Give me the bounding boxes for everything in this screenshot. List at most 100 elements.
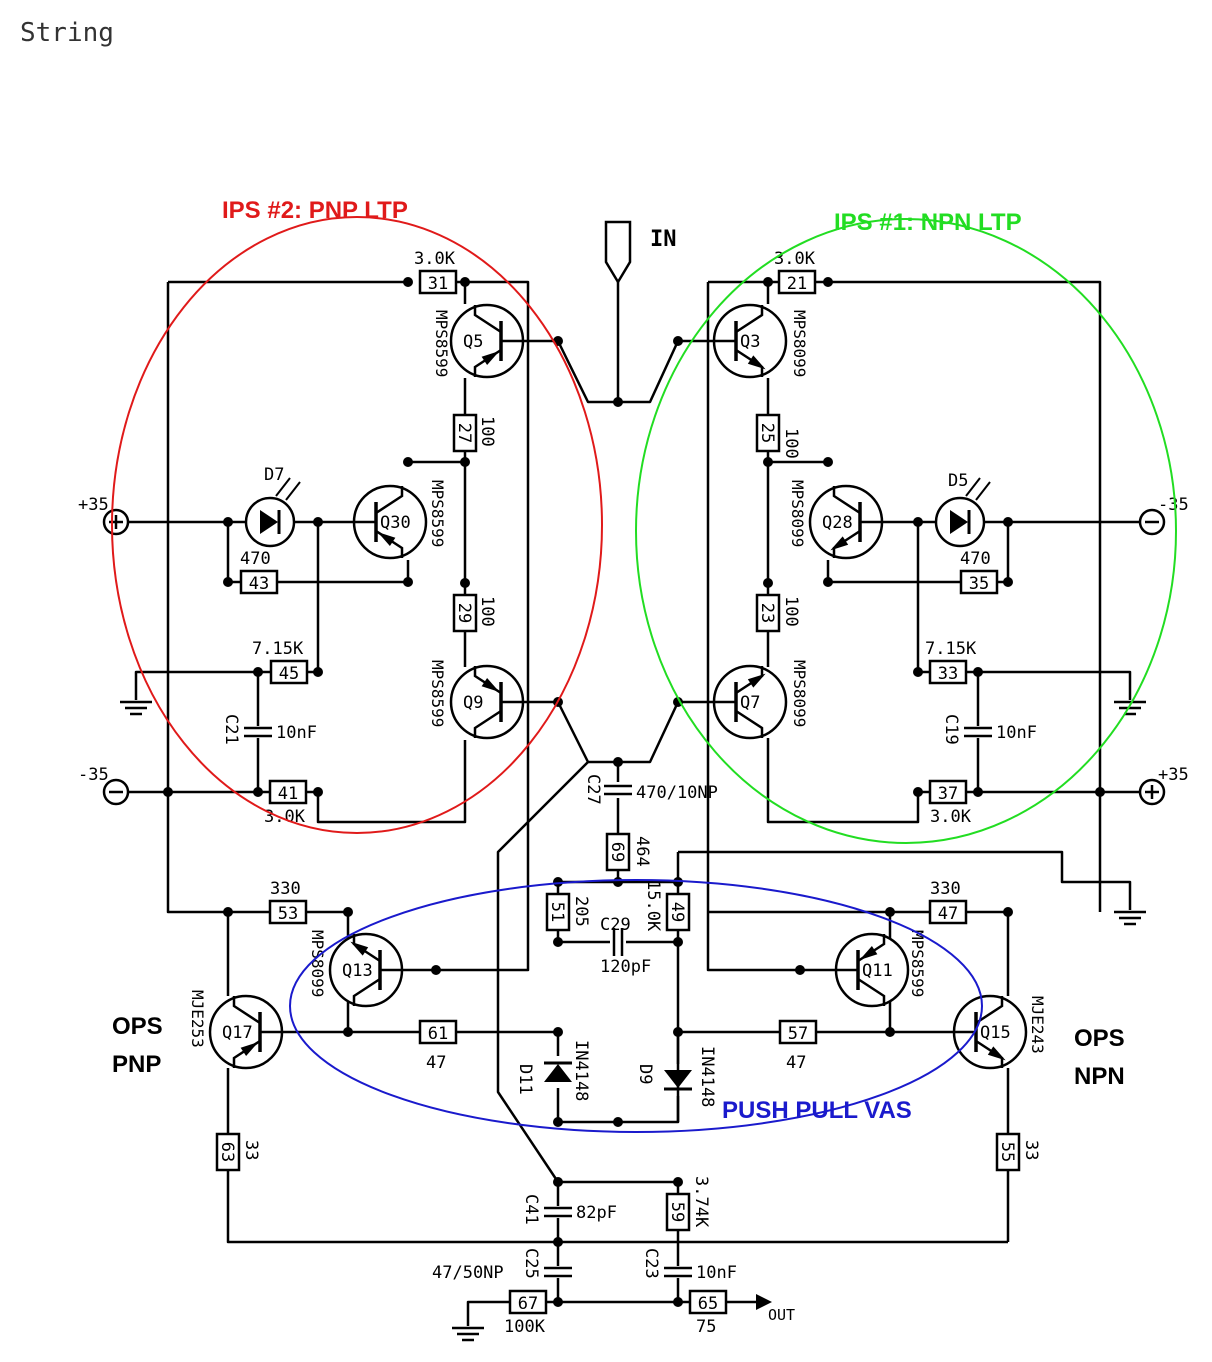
label: MPS8599 [908, 930, 927, 997]
junction-dot [223, 517, 233, 527]
junction-dot [460, 578, 470, 588]
ground-left [120, 700, 152, 716]
label: 7.15K [925, 639, 977, 659]
resistor-r47: 47 [928, 899, 968, 925]
resistor-body [959, 569, 999, 595]
label: 205 [571, 896, 591, 927]
resistor-r23: 23 [755, 593, 781, 633]
junction-dot [553, 1297, 563, 1307]
transistor-q15: Q15 [952, 994, 1028, 1070]
wire [307, 522, 320, 674]
capacitor-c23 [664, 1266, 692, 1278]
vas-label: PUSH PULL VAS [722, 1097, 912, 1124]
resistor-body [418, 269, 458, 295]
junction-dot [553, 1177, 563, 1187]
transistor-q11: Q11 [834, 932, 910, 1008]
label: -35 [78, 765, 109, 785]
junction-dot [673, 877, 683, 887]
label: D7 [264, 465, 284, 485]
wire [888, 1002, 953, 1034]
label: 100K [504, 1317, 546, 1337]
emitter-arrow-icon [377, 532, 396, 547]
label: MPS8599 [428, 660, 447, 727]
resistor-r45: 45 [269, 659, 309, 685]
label: 464 [632, 836, 652, 867]
resistor-ref: 43 [249, 574, 269, 594]
ops-npn-label: OPS [1074, 1025, 1125, 1052]
junction-dot [553, 1237, 563, 1247]
resistor-body [777, 269, 817, 295]
label: IN4148 [697, 1046, 717, 1107]
terminal-plus35-right [1138, 778, 1166, 806]
resistor-ref: 29 [454, 603, 474, 623]
wire [997, 522, 1010, 584]
label: MJE253 [188, 990, 207, 1048]
wire [766, 738, 920, 824]
junction-dot [553, 937, 563, 947]
resistor-ref: 21 [787, 274, 807, 294]
wire [815, 280, 1102, 912]
label: 75 [696, 1317, 716, 1337]
junction-dot [973, 667, 983, 677]
junction-dot [823, 277, 833, 287]
junction-dot [253, 667, 263, 677]
label: C29 [600, 915, 631, 935]
resistor-r69: 69 [605, 832, 631, 872]
input-port-icon [604, 220, 632, 285]
junction-dot [1003, 577, 1013, 587]
junction-dot [460, 457, 470, 467]
wire [134, 670, 270, 700]
junction-dot [313, 787, 323, 797]
label: MPS8599 [428, 480, 447, 547]
output-arrow-icon [756, 1294, 772, 1310]
label: 3.74K [691, 1176, 711, 1228]
label: +35 [78, 495, 109, 515]
resistor-ref: 25 [757, 423, 777, 443]
diode-d9 [664, 1070, 692, 1091]
label: 100 [477, 596, 497, 627]
resistor-ref: 51 [547, 902, 567, 922]
junction-dot [913, 787, 923, 797]
resistor-r31: 31 [418, 269, 458, 295]
junction-dot [885, 1027, 895, 1037]
resistor-body [688, 1289, 728, 1315]
transistor-collector [232, 996, 261, 1025]
page-title: String [20, 18, 114, 48]
wire [316, 740, 467, 824]
junction-dot [673, 1027, 683, 1037]
emitter-arrow-icon [350, 941, 369, 956]
transistor-ref: Q11 [862, 961, 893, 981]
junction-dot [553, 1027, 563, 1037]
transistor-collector [473, 305, 502, 334]
label: MPS8099 [308, 930, 327, 997]
resistor-body [928, 779, 968, 805]
resistor-r51: 51 [545, 892, 571, 932]
resistor-body [452, 413, 478, 453]
resistor-ref: 55 [997, 1142, 1017, 1162]
transistor-collector [857, 977, 886, 1006]
label: IN4148 [571, 1040, 591, 1101]
transistor-q9: Q9 [449, 664, 525, 740]
junction-dot [673, 336, 683, 346]
junction-dot [343, 907, 353, 917]
label: C41 [521, 1194, 541, 1225]
resistor-ref: 27 [454, 423, 474, 443]
emitter-arrow-icon [747, 673, 766, 688]
label: C19 [941, 714, 961, 745]
resistor-r25: 25 [755, 413, 781, 453]
resistor-ref: 69 [607, 842, 627, 862]
resistor-r63: 63 [215, 1132, 241, 1172]
junction-dot [1003, 907, 1013, 917]
resistor-ref: 47 [938, 904, 958, 924]
resistor-body [508, 1289, 548, 1315]
label: 330 [270, 879, 301, 899]
resistor-body [778, 1019, 818, 1045]
label: 100 [477, 416, 497, 447]
led-d7 [244, 477, 301, 548]
junction-dot [313, 517, 323, 527]
wire [166, 282, 228, 914]
junction-dot [460, 277, 470, 287]
capacitor-c25 [544, 1266, 572, 1278]
label: OUT [768, 1306, 795, 1324]
junction-dot [553, 1117, 563, 1127]
